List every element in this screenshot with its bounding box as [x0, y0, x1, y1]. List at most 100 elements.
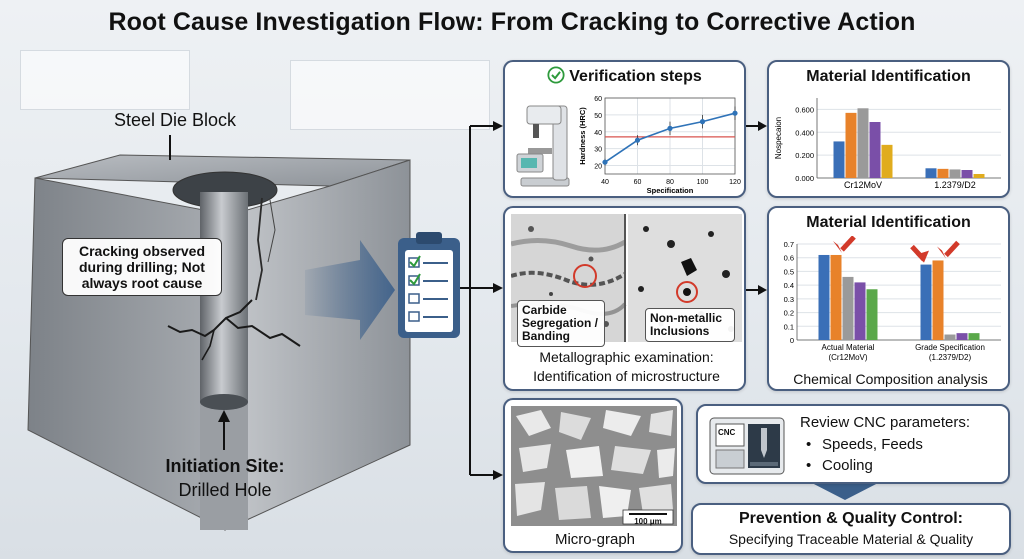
- x-tick-label: 80: [666, 179, 674, 186]
- cnc-parameter-list: Speeds, Feeds Cooling: [806, 434, 923, 476]
- y-tick-label: 0.200: [795, 151, 814, 160]
- hardness-tester-icon: [516, 105, 570, 187]
- y-tick-label: 0.000: [795, 174, 814, 183]
- bar: [932, 260, 944, 340]
- x-axis-label: Specification: [647, 186, 694, 195]
- bar: [920, 264, 932, 340]
- metallography-caption-2: Identification of microstructure: [533, 368, 720, 384]
- y-axis-label: Hardness (HRC): [578, 107, 587, 165]
- y-tick-label: 0.400: [795, 128, 814, 137]
- category-label: (1.2379/D2): [929, 353, 972, 362]
- bar: [842, 276, 854, 340]
- bar: [973, 174, 985, 178]
- bar: [866, 289, 878, 340]
- category-label: (Cr12MoV): [828, 353, 867, 362]
- bar: [869, 122, 881, 178]
- carbide-segregation-tag: Carbide Segregation / Banding: [517, 300, 605, 347]
- bar: [937, 168, 949, 178]
- prevention-title: Prevention & Quality Control:: [738, 510, 963, 527]
- non-metallic-inclusions-tag: Non-metallic Inclusions: [645, 308, 735, 342]
- micrograph-panel: 100 μm Micro-graph: [503, 398, 683, 553]
- highlight-arrow-icon: [910, 244, 929, 263]
- y-tick-label: 50: [594, 113, 602, 120]
- hardness-data-point: [602, 159, 608, 165]
- micrograph-caption: Micro-graph: [554, 531, 636, 548]
- y-tick-label: 0.4: [784, 281, 794, 290]
- y-tick-label: 0.6: [784, 254, 794, 263]
- bar: [818, 254, 830, 340]
- material-identification-title-2: Material Identification: [806, 214, 971, 231]
- cracking-callout: Cracking observed during drilling; Not a…: [62, 238, 222, 296]
- cnc-parameters-panel: CNC Review CNC parameters: Speeds, Feeds…: [696, 404, 1010, 484]
- scale-bar-label: 100 μm: [634, 517, 662, 526]
- y-tick-label: 30: [594, 147, 602, 154]
- category-label: Actual Material: [822, 343, 875, 352]
- x-tick-label: 40: [601, 179, 609, 186]
- micrograph-image: [511, 406, 677, 526]
- hardness-data-point: [634, 137, 641, 143]
- y-tick-label: 0.2: [784, 309, 794, 318]
- initiation-site-subtitle: Drilled Hole: [178, 480, 272, 500]
- verification-title-row: Verification steps: [505, 66, 744, 86]
- category-label: Grade Specification: [915, 343, 985, 352]
- y-tick-label: 20: [594, 164, 602, 171]
- cnc-title: Review CNC parameters:: [800, 414, 971, 431]
- verification-title: Verification steps: [569, 68, 702, 85]
- background-shelf: [290, 60, 490, 130]
- category-label: 1.2379/D2: [934, 180, 976, 190]
- y-tick-label: 0.600: [795, 105, 814, 114]
- y-tick-label: 0.1: [784, 322, 794, 331]
- hardness-data-point: [732, 110, 738, 116]
- y-tick-label: 0: [790, 336, 794, 345]
- y-axis-label: Nospecaion: [774, 117, 783, 159]
- check-circle-icon: [547, 66, 565, 84]
- chemical-composition-caption: Chemical Composition analysis: [793, 371, 988, 387]
- x-tick-label: 60: [634, 179, 642, 186]
- page-title: Root Cause Investigation Flow: From Crac…: [108, 8, 916, 36]
- cnc-parameter-item: Speeds, Feeds: [806, 434, 923, 455]
- hardness-data-point: [699, 119, 706, 125]
- y-tick-label: 40: [594, 130, 602, 137]
- material-identification-title-1: Material Identification: [806, 68, 971, 85]
- cnc-machine-icon: [709, 417, 785, 475]
- y-tick-label: 0.3: [784, 295, 794, 304]
- hardness-data-point: [667, 125, 673, 131]
- bar: [854, 282, 866, 340]
- bar: [845, 112, 857, 178]
- bar: [881, 144, 893, 178]
- steel-die-block-label: Steel Die Block: [113, 110, 237, 130]
- initiation-site-title: Initiation Site:: [165, 456, 285, 476]
- bar: [961, 170, 973, 178]
- plot-frame: [604, 97, 736, 175]
- bar: [968, 333, 980, 340]
- x-tick-label: 120: [729, 179, 741, 186]
- prevention-quality-panel: Prevention & Quality Control: Specifying…: [691, 503, 1011, 555]
- material-identification-panel-2: Material Identification 0 0.1 0.2 0.3 0.4 0.5…: [767, 206, 1010, 391]
- metallography-panel: Carbide Segregation / Banding Non-metall…: [503, 206, 746, 391]
- bar: [833, 141, 845, 178]
- metallography-caption-1: Metallographic examination:: [539, 349, 714, 365]
- bar: [956, 333, 968, 340]
- bar: [830, 254, 842, 340]
- y-tick-label: 0.7: [784, 240, 794, 249]
- bar: [944, 334, 956, 340]
- bar: [857, 108, 869, 178]
- bar: [925, 168, 937, 178]
- highlight-arrow-icon: [937, 240, 960, 259]
- y-tick-label: 0.5: [784, 267, 794, 276]
- x-tick-label: 100: [697, 179, 709, 186]
- background-shelf: [20, 50, 190, 110]
- highlight-arrow-icon: [833, 236, 856, 253]
- verification-steps-panel: Verification steps 20 30 40 50 60 40 60 80 100 12…: [503, 60, 746, 198]
- clipboard-icon: [398, 232, 460, 338]
- cnc-parameter-item: Cooling: [806, 455, 923, 476]
- bar: [949, 169, 961, 178]
- cnc-machine-label: CNC: [718, 428, 736, 437]
- category-label: Cr12MoV: [844, 180, 882, 190]
- y-tick-label: 60: [594, 96, 602, 103]
